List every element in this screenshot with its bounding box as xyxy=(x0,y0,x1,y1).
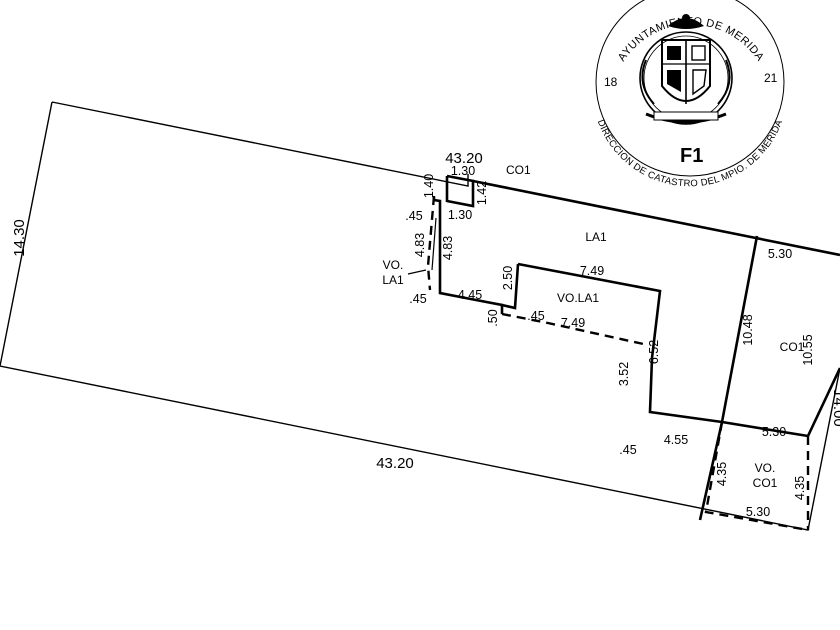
area-label-vo-co1-line2: CO1 xyxy=(753,476,778,490)
dim-1-40: 1.40 xyxy=(422,174,436,198)
leader-line xyxy=(407,269,427,275)
dim-045-a: .45 xyxy=(405,209,422,223)
area-label-vo-co1-line1: VO. xyxy=(755,461,776,475)
dim-3-52: 3.52 xyxy=(617,362,631,386)
dim-4-45: 4.45 xyxy=(458,288,482,302)
dim-5-30-b: 5.30 xyxy=(762,425,786,439)
dim-right-width: 14.00 xyxy=(830,389,840,427)
area-label-co1-right: CO1 xyxy=(780,340,805,354)
area-label-co1-top: CO1 xyxy=(506,163,531,177)
dim-045-c: .45 xyxy=(527,309,544,323)
dim-4-35-a: 4.35 xyxy=(715,462,729,486)
dim-4-83-b: 4.83 xyxy=(441,236,455,260)
dim-7-49-bottom: 7.49 xyxy=(561,316,585,330)
dim-4-83-a: 4.83 xyxy=(413,233,427,257)
seal-year-right: 21 xyxy=(764,71,778,85)
dim-left-width: 14.30 xyxy=(11,219,28,257)
dim-bottom-length: 43.20 xyxy=(376,455,414,472)
built-area-outlines xyxy=(426,174,840,532)
dim-7-49-top: 7.49 xyxy=(580,264,604,278)
dim-5-30-a: 5.30 xyxy=(768,247,792,261)
dim-top-length: 43.20 xyxy=(445,150,483,167)
dim-2-50: 2.50 xyxy=(501,266,515,290)
seal-sheet-id: F1 xyxy=(680,145,703,167)
dim-045-b: .45 xyxy=(409,292,426,306)
area-label-la1: LA1 xyxy=(585,230,607,244)
area-label-vo-la1: VO.LA1 xyxy=(557,291,599,305)
cadastre-seal: AYUNTAMIENTO DE MERIDA DIRECCION DE CATA… xyxy=(595,0,785,189)
area-label-vo-left-line1: VO. xyxy=(383,258,404,272)
dim-1-30-inner: 1.30 xyxy=(448,208,472,222)
seal-year-left: 18 xyxy=(604,75,618,89)
dim-6-52: 6.52 xyxy=(647,340,661,364)
seal-outer-ring xyxy=(595,0,785,177)
dim-050: .50 xyxy=(486,309,500,326)
dim-4-55: 4.55 xyxy=(664,433,688,447)
dim-10-55: 10.55 xyxy=(801,334,815,365)
dim-5-30-c: 5.30 xyxy=(746,505,770,519)
dim-1-30-top: 1.30 xyxy=(451,164,475,178)
parcel-boundary xyxy=(0,101,840,531)
dim-4-35-b: 4.35 xyxy=(793,476,807,500)
dim-1-42: 1.42 xyxy=(475,181,489,205)
area-label-vo-left-line2: LA1 xyxy=(382,273,404,287)
dim-10-48: 10.48 xyxy=(741,314,755,345)
dim-045-d: .45 xyxy=(619,443,636,457)
coat-of-arms-emblem xyxy=(639,14,733,125)
